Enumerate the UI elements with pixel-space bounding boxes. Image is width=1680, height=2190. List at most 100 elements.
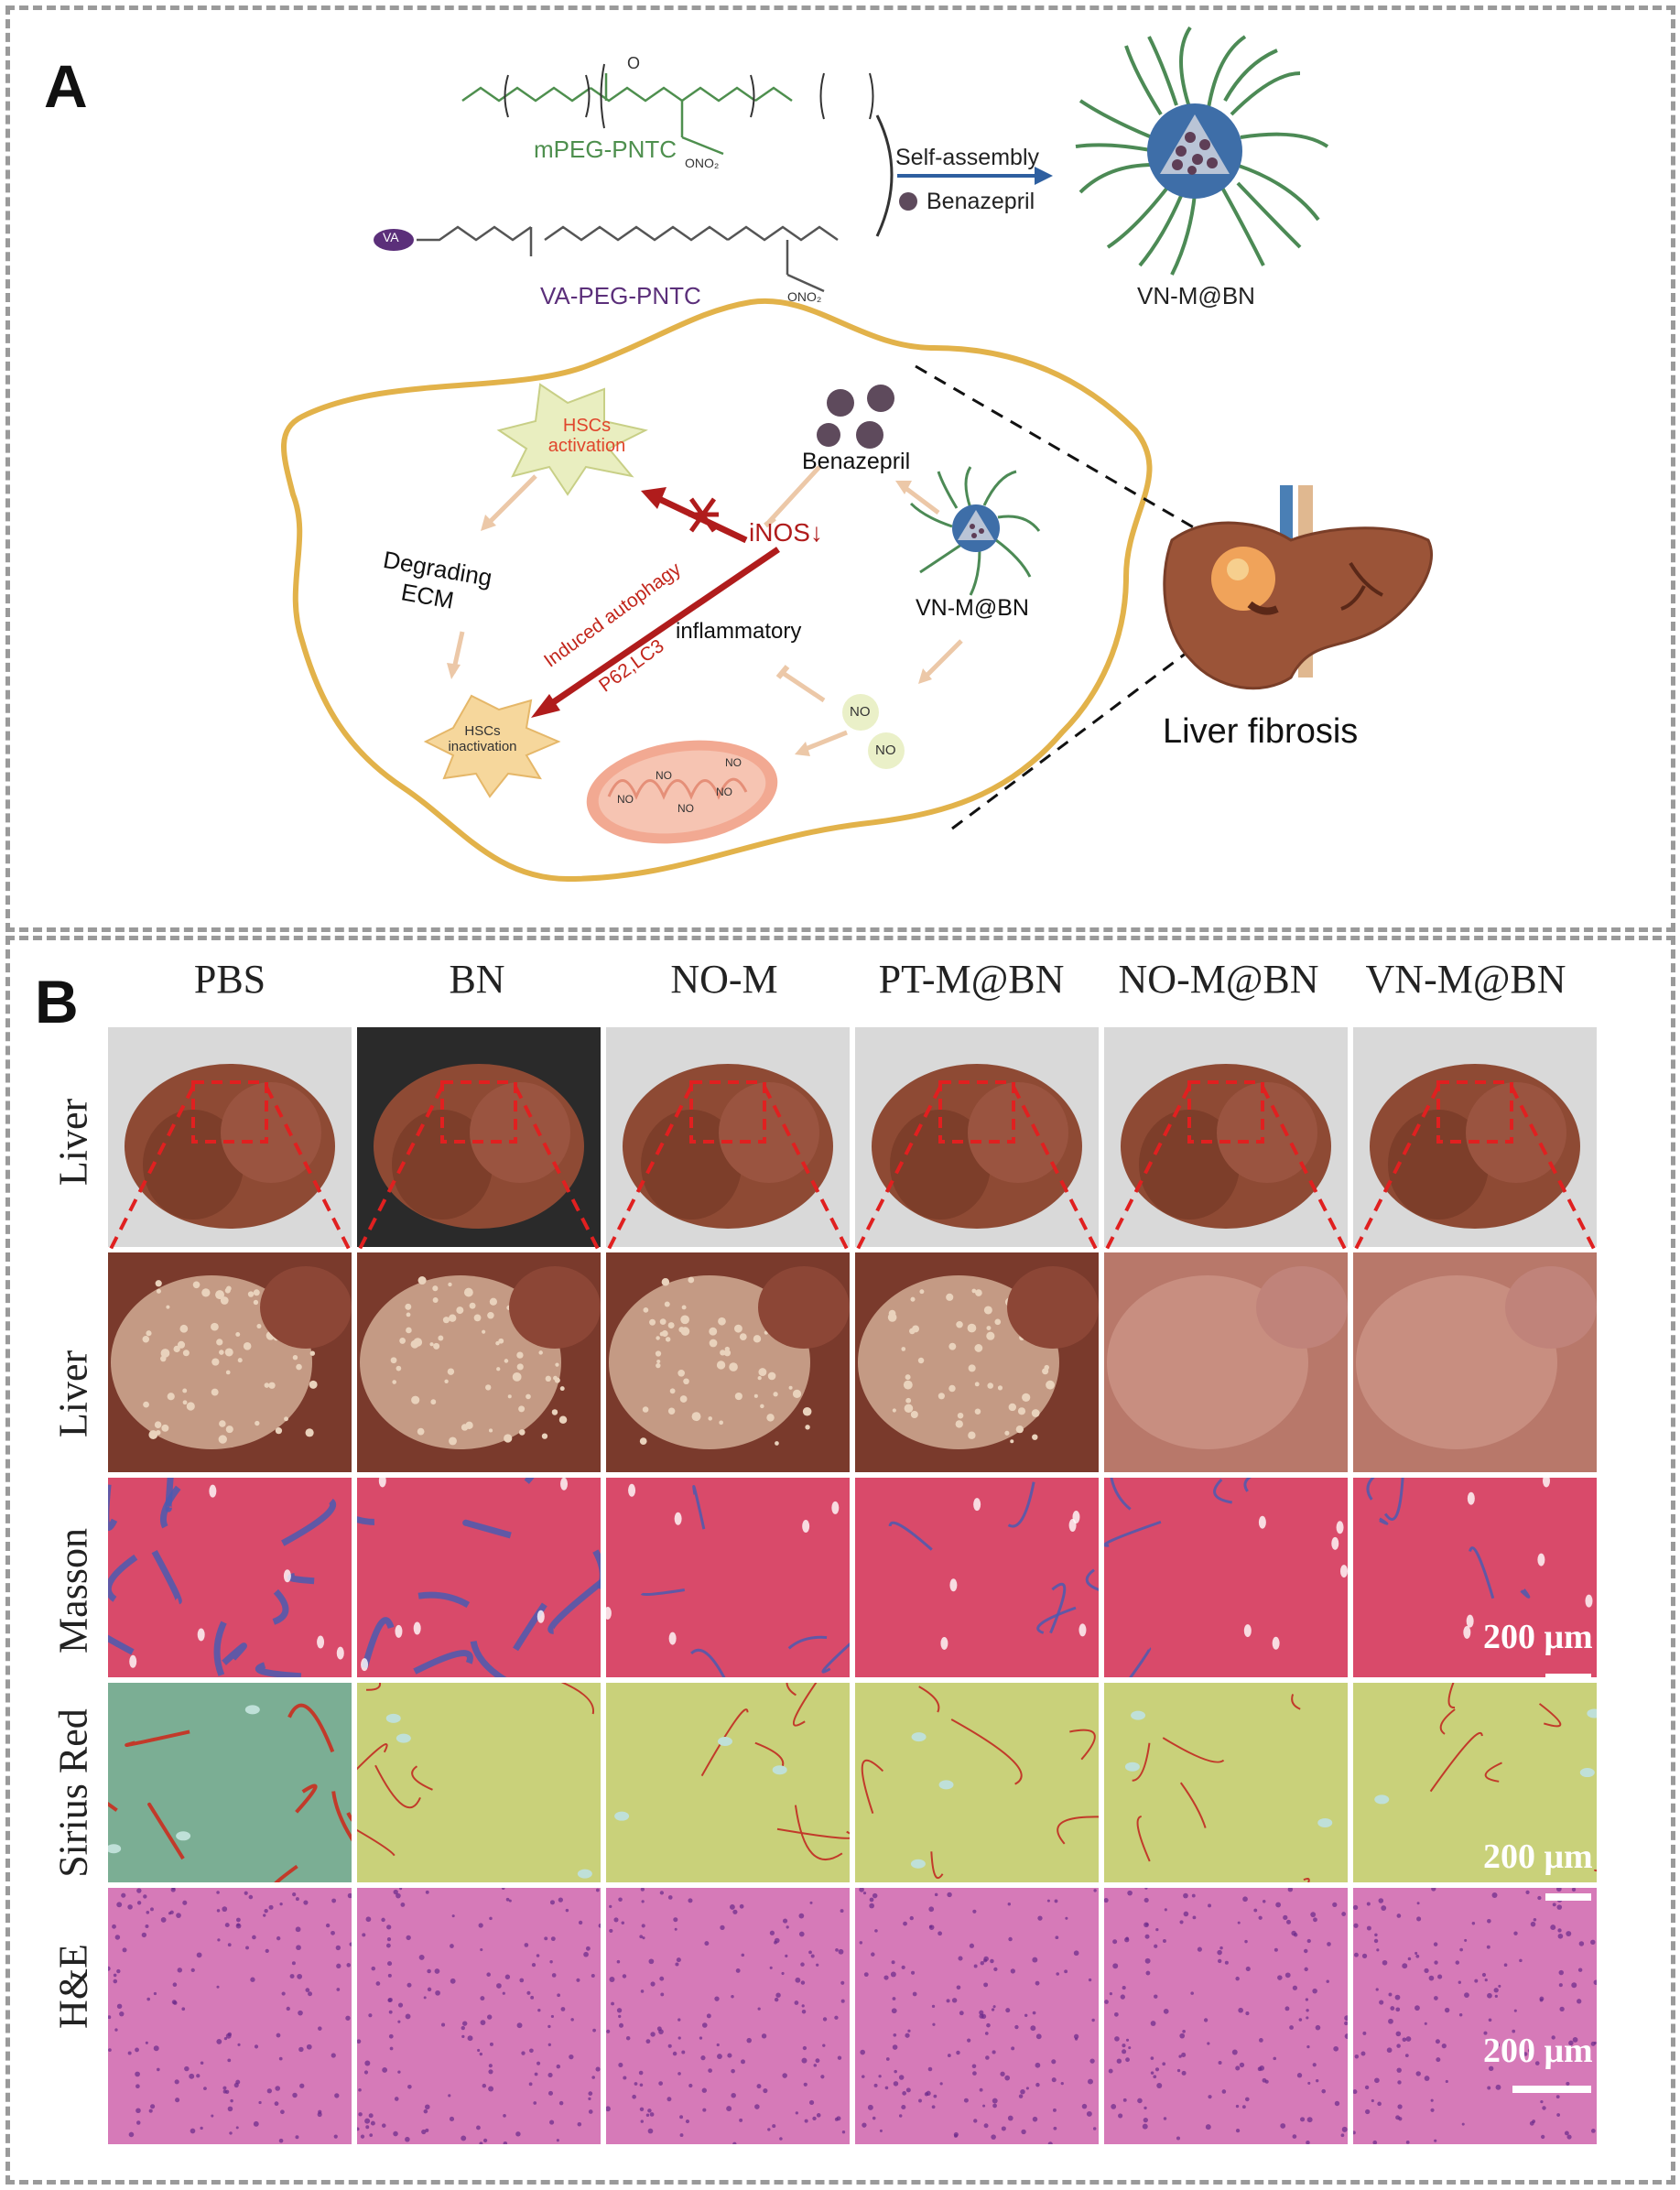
zoom-connector-left — [1353, 1086, 1440, 1252]
image-he-5 — [1353, 1888, 1597, 2144]
image-masson-5 — [1353, 1478, 1597, 1677]
va-peg-pntc-label: VA-PEG-PNTC — [540, 282, 701, 309]
zoom-connector-left — [1104, 1086, 1191, 1252]
mpeg-brackets — [504, 63, 874, 129]
cell-micelle-label: VN-M@BN — [916, 595, 1029, 621]
red-arrow-activation — [657, 495, 748, 544]
scale-bar-label-sirius: 200 μm — [1483, 1838, 1593, 1876]
image-zoom-4 — [1104, 1252, 1348, 1472]
zoom-box — [1436, 1080, 1513, 1144]
liver-fibrosis-label: Liver fibrosis — [1163, 712, 1359, 751]
liver-illustration — [1163, 485, 1434, 690]
image-he-3 — [855, 1888, 1099, 2144]
column-header-pt-m-bn: PT-M@BN — [878, 957, 1065, 1002]
mpeg-pntc-structure — [461, 73, 793, 156]
cell-micelle-icon — [909, 466, 1041, 596]
zoom-box — [689, 1080, 766, 1144]
image-sirius-4 — [1104, 1683, 1348, 1882]
image-sirius-1 — [357, 1683, 601, 1882]
zoom-box — [191, 1080, 268, 1144]
zoom-connector-left — [606, 1086, 693, 1252]
pathway-arrowheads — [447, 481, 932, 756]
connector-line-top — [915, 364, 1232, 551]
red-arrow-inactivation — [547, 547, 780, 708]
benazepril-dot-icon — [899, 192, 917, 211]
image-he-2 — [606, 1888, 850, 2144]
panel-a-diagram: O — [281, 26, 1434, 883]
column-header-no-m-bn: NO-M@BN — [1118, 957, 1319, 1002]
image-gross-0 — [108, 1027, 352, 1247]
red-arrowhead-inactivation — [531, 694, 560, 718]
image-gross-2 — [606, 1027, 850, 1247]
image-gross-3 — [855, 1027, 1099, 1247]
scale-bar-masson — [1545, 1674, 1591, 1681]
mitochondrion-icon — [586, 740, 778, 844]
no-bubbles — [842, 694, 905, 769]
zoom-connector-left — [108, 1086, 195, 1252]
panel-a-frame — [5, 5, 1675, 932]
image-zoom-3 — [855, 1252, 1099, 1472]
micelle-label: VN-M@BN — [1137, 282, 1255, 309]
hsc-inactivation-label: HSCs inactivation — [448, 723, 517, 754]
nitrate-label-2: ONO₂ — [787, 289, 822, 304]
mito-no-3: NO — [617, 793, 634, 806]
inos-label: iNOS↓ — [749, 518, 823, 548]
zoom-box — [1187, 1080, 1264, 1144]
image-gross-4 — [1104, 1027, 1348, 1247]
column-header-bn: BN — [449, 957, 505, 1002]
image-sirius-5 — [1353, 1683, 1597, 1882]
panel-a-letter: A — [44, 52, 88, 120]
image-masson-3 — [855, 1478, 1099, 1677]
mpeg-pntc-label: mPEG-PNTC — [534, 136, 677, 163]
mito-no-5: NO — [677, 802, 694, 815]
mito-no-4: NO — [716, 786, 732, 798]
image-sirius-2 — [606, 1683, 850, 1882]
carbonyl-o: O — [627, 54, 640, 72]
image-he-1 — [357, 1888, 601, 2144]
inos-text: iNOS — [749, 518, 810, 547]
image-masson-2 — [606, 1478, 850, 1677]
image-masson-1 — [357, 1478, 601, 1677]
image-he-4 — [1104, 1888, 1348, 2144]
zoom-connector-right — [265, 1086, 352, 1252]
image-zoom-1 — [357, 1252, 601, 1472]
image-zoom-0 — [108, 1252, 352, 1472]
image-masson-0 — [108, 1478, 352, 1677]
benazepril-particles — [817, 385, 894, 449]
image-zoom-5 — [1353, 1252, 1597, 1472]
benazepril-legend-label: Benazepril — [927, 189, 1035, 214]
mito-no-2: NO — [725, 756, 742, 769]
mito-no-1: NO — [656, 769, 672, 782]
column-header-no-m: NO-M — [670, 957, 778, 1002]
micelle-icon — [1075, 26, 1329, 276]
column-header-vn-m-bn: VN-M@BN — [1365, 957, 1566, 1002]
self-assembly-arrowhead — [1035, 167, 1053, 185]
image-sirius-0 — [108, 1683, 352, 1882]
image-gross-1 — [357, 1027, 601, 1247]
image-gross-5 — [1353, 1027, 1597, 1247]
self-assembly-bracket — [875, 114, 894, 237]
panel-b-letter: B — [35, 968, 79, 1035]
zoom-connector-left — [357, 1086, 444, 1252]
hsc-activation-star — [496, 383, 648, 496]
hsc-inactivation-star — [423, 694, 561, 798]
no-label-2: NO — [875, 743, 896, 758]
column-header-pbs: PBS — [193, 957, 266, 1002]
zoom-box — [938, 1080, 1015, 1144]
scale-bar-he — [1512, 2086, 1591, 2093]
scale-bar-sirius — [1545, 1893, 1591, 1901]
image-zoom-2 — [606, 1252, 850, 1472]
image-sirius-3 — [855, 1683, 1099, 1882]
zoom-box — [440, 1080, 517, 1144]
inhibit-bar-inos — [764, 515, 776, 528]
inhibit-bar-inflammatory — [775, 665, 790, 679]
zoom-connector-right — [1261, 1086, 1348, 1252]
scale-bar-label-masson: 200 μm — [1483, 1618, 1593, 1656]
no-label-1: NO — [850, 704, 871, 720]
scale-bar-label-he: 200 μm — [1483, 2032, 1593, 2070]
image-masson-4 — [1104, 1478, 1348, 1677]
nitrate-label-1: ONO₂ — [685, 156, 720, 170]
red-arrowhead-activation — [641, 487, 667, 509]
